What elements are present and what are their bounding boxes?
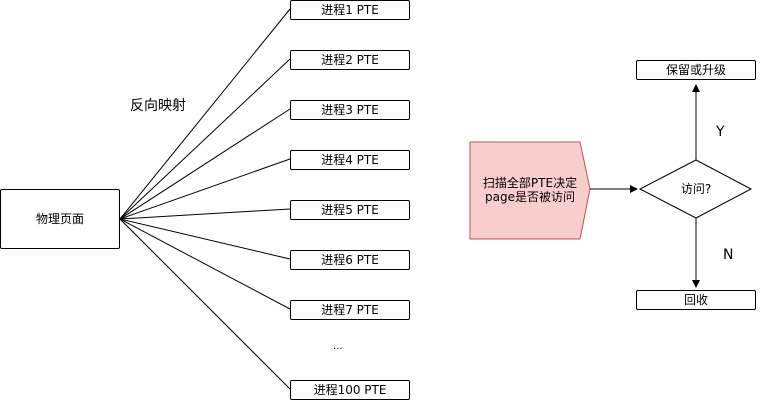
process-pte-node-100: 进程100 PTE bbox=[290, 380, 410, 400]
yes-edge-label: Y bbox=[716, 124, 725, 140]
process-pte-label-2: 进程2 PTE bbox=[321, 52, 379, 67]
process-pte-node-5: 进程5 PTE bbox=[290, 200, 410, 220]
process-pte-label-4: 进程4 PTE bbox=[321, 152, 379, 167]
process-pte-label-3: 进程3 PTE bbox=[321, 102, 379, 117]
physical-page-label: 物理页面 bbox=[35, 211, 84, 226]
scan-label-line2: page是否被访问 bbox=[485, 189, 575, 204]
physical-page-node: 物理页面 bbox=[0, 189, 120, 249]
process-pte-label-100: 进程100 PTE bbox=[313, 382, 387, 397]
decision-node-text: 访问? bbox=[650, 177, 742, 201]
process-pte-node-7: 进程7 PTE bbox=[290, 300, 410, 320]
edge-to-process1 bbox=[119, 8, 291, 220]
edge-to-process7 bbox=[119, 218, 291, 310]
process-pte-node-2: 进程2 PTE bbox=[290, 50, 410, 70]
edge-to-process5 bbox=[119, 208, 291, 220]
decision-label: 访问? bbox=[680, 181, 712, 196]
process-pte-node-4: 进程4 PTE bbox=[290, 150, 410, 170]
process-pte-label-1: 进程1 PTE bbox=[321, 2, 379, 17]
scan-label-line1: 扫描全部PTE决定 bbox=[482, 175, 578, 190]
process-list-ellipsis: ... bbox=[333, 341, 343, 352]
reverse-mapping-label: 反向映射 bbox=[130, 98, 186, 114]
process-pte-label-7: 进程7 PTE bbox=[321, 302, 379, 317]
scan-node bbox=[469, 141, 591, 240]
edge-to-process6 bbox=[119, 218, 291, 260]
edge-to-process4 bbox=[119, 158, 291, 220]
process-pte-node-6: 进程6 PTE bbox=[290, 250, 410, 270]
process-pte-node-3: 进程3 PTE bbox=[290, 100, 410, 120]
process-pte-label-5: 进程5 PTE bbox=[321, 202, 379, 217]
edge-to-process100 bbox=[119, 218, 291, 390]
recycle-label: 回收 bbox=[683, 292, 708, 307]
edge-to-process3 bbox=[119, 108, 291, 220]
keep-or-upgrade-label: 保留或升级 bbox=[665, 62, 726, 77]
scan-node-text: 扫描全部PTE决定 page是否被访问 bbox=[470, 142, 590, 239]
process-pte-label-6: 进程6 PTE bbox=[321, 252, 379, 267]
keep-or-upgrade-node: 保留或升级 bbox=[636, 60, 756, 80]
process-pte-node-1: 进程1 PTE bbox=[290, 0, 410, 20]
recycle-node: 回收 bbox=[636, 290, 756, 310]
edge-to-process2 bbox=[119, 58, 291, 220]
no-edge-label: N bbox=[723, 247, 734, 263]
